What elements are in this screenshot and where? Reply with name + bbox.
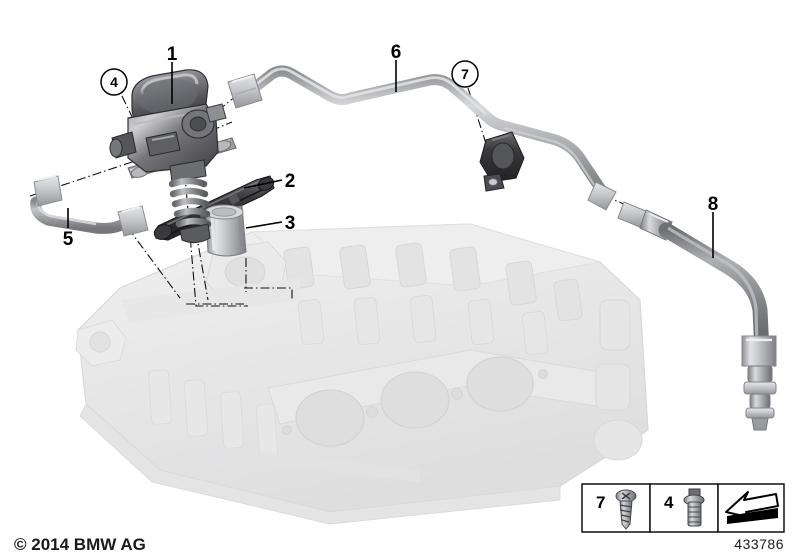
callout-label-8: 8: [708, 194, 719, 215]
part-fuel-feed-line: [30, 175, 149, 237]
legend-label-4: 4: [664, 493, 674, 512]
pan-head-self-tapping-screw-icon: [615, 489, 637, 530]
part-fuel-supply-hose: [617, 201, 777, 431]
callout-label-3: 3: [285, 213, 296, 234]
callout-label-5: 5: [63, 229, 74, 250]
legend-box: 7 4: [581, 483, 785, 552]
part-high-pressure-fuel-pump: [109, 69, 237, 244]
copyright-notice: © 2014 BMW AG: [14, 535, 146, 554]
pump-plunger-spring: [168, 159, 212, 244]
callout-label-1: 1: [167, 44, 178, 65]
callout-label-2: 2: [285, 171, 296, 192]
legend-label-7: 7: [596, 493, 605, 512]
balloon-label-7: 7: [461, 66, 469, 82]
callout-label-6: 6: [391, 42, 402, 63]
fuel-line-mounting-clamp: [479, 131, 525, 192]
direction-arrow-icon: [725, 491, 779, 524]
balloon-label-4: 4: [110, 74, 118, 90]
part-bucket-tappet: [204, 204, 247, 257]
balloon-callout-4: 4: [100, 68, 128, 96]
part-high-pressure-fuel-line: [227, 65, 617, 211]
balloon-callout-7: 7: [451, 60, 479, 88]
callout-numbers: 1 2 3 5 6 8: [63, 42, 719, 250]
drawing-number: 433786: [734, 536, 784, 552]
engine-cylinder-head: [75, 223, 649, 525]
hex-flange-bolt-icon: [683, 488, 705, 527]
callout-leaders: [67, 60, 714, 258]
